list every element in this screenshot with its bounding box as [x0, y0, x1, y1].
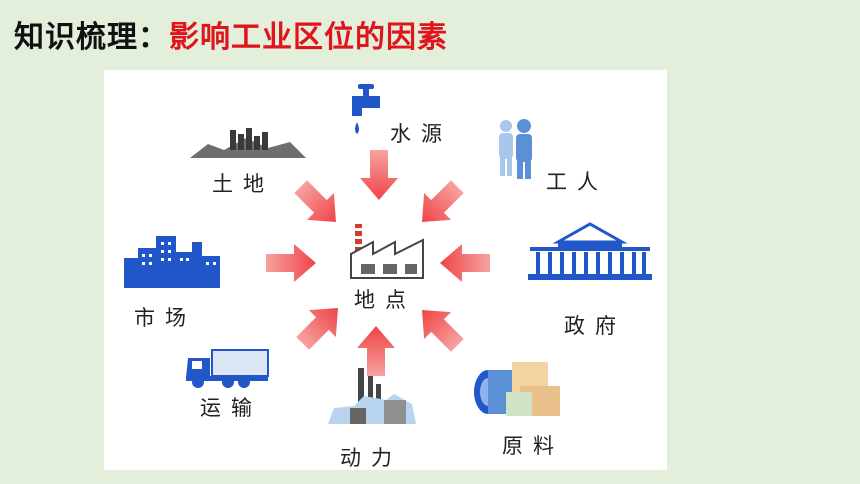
arrows-layer — [266, 150, 490, 376]
factor-label-water: 水源 — [390, 122, 452, 146]
page-title: 知识梳理：影响工业区位的因素 — [14, 12, 448, 56]
workers-icon — [499, 119, 532, 179]
arrow-from-raw-materials — [422, 310, 464, 352]
factor-label-raw-materials: 原料 — [502, 434, 564, 458]
arrow-from-power — [357, 326, 395, 376]
factor-label-transport: 运输 — [200, 396, 262, 420]
title-topic: 影响工业区位的因素 — [169, 20, 448, 55]
government-building-icon — [528, 222, 652, 280]
power-plant-icon — [328, 368, 416, 424]
factor-label-land: 土地 — [212, 172, 274, 196]
truck-icon — [186, 349, 269, 388]
arrow-from-market — [266, 244, 316, 282]
factory-icon — [350, 224, 424, 279]
faucet-icon — [352, 84, 380, 134]
arrow-from-workers — [422, 180, 464, 222]
factor-label-power: 动力 — [340, 446, 402, 470]
diagram-panel: 地点 水源 工人 政府 — [104, 70, 667, 470]
city-icon — [124, 236, 220, 288]
arrow-from-government — [440, 244, 490, 282]
arrow-from-transport — [296, 308, 338, 350]
land-icon — [190, 128, 306, 158]
center-label: 地点 — [354, 288, 416, 312]
raw-materials-icon — [474, 362, 560, 416]
factor-label-market: 市场 — [134, 306, 196, 330]
factor-label-workers: 工人 — [546, 170, 608, 194]
arrow-from-land — [294, 180, 336, 222]
title-prefix: 知识梳理： — [14, 20, 169, 55]
factor-label-government: 政府 — [564, 314, 626, 338]
arrow-from-water — [360, 150, 398, 200]
